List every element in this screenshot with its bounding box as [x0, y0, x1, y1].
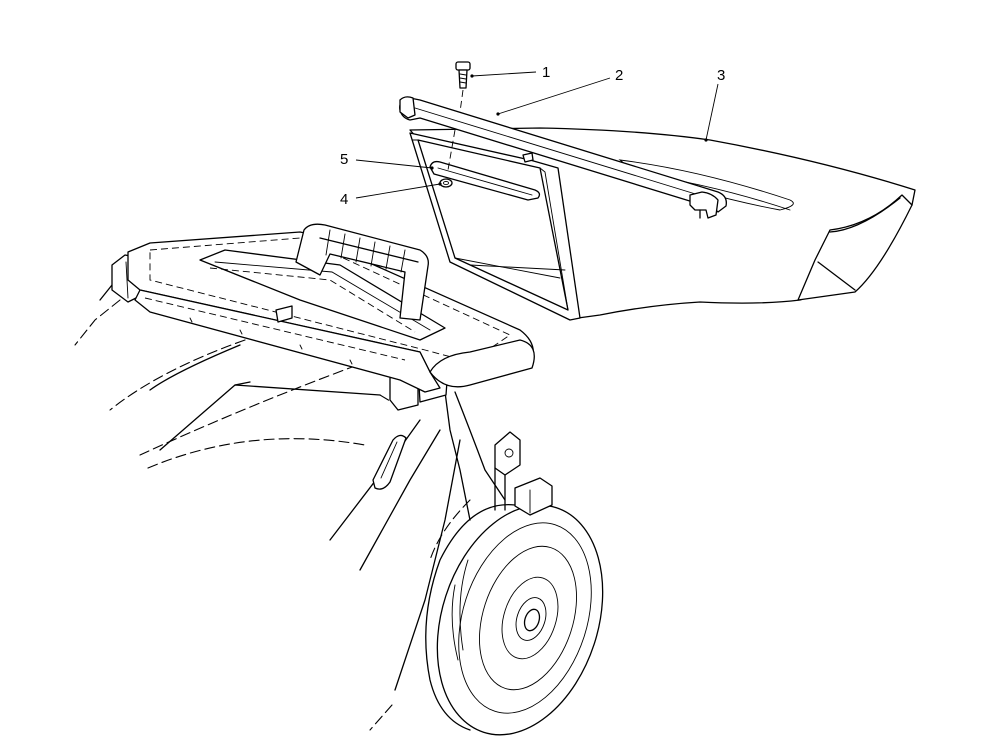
callout-1: 1: [542, 64, 550, 81]
handle-bar-assembly: [111, 223, 535, 393]
screw: [455, 61, 471, 113]
bag-top-handle: [399, 96, 727, 219]
mower-frame: [74, 284, 506, 731]
rear-wheel: [425, 499, 604, 736]
callout-leaders: [355, 71, 719, 199]
callout-4: 4: [340, 191, 348, 208]
grass-bag: [409, 127, 916, 321]
callout-labels: 1 2 3 4 5: [340, 64, 725, 208]
callout-5: 5: [340, 151, 348, 168]
callout-2: 2: [615, 67, 623, 84]
handle-grip-ridges: [325, 229, 406, 273]
callout-3: 3: [717, 67, 725, 84]
